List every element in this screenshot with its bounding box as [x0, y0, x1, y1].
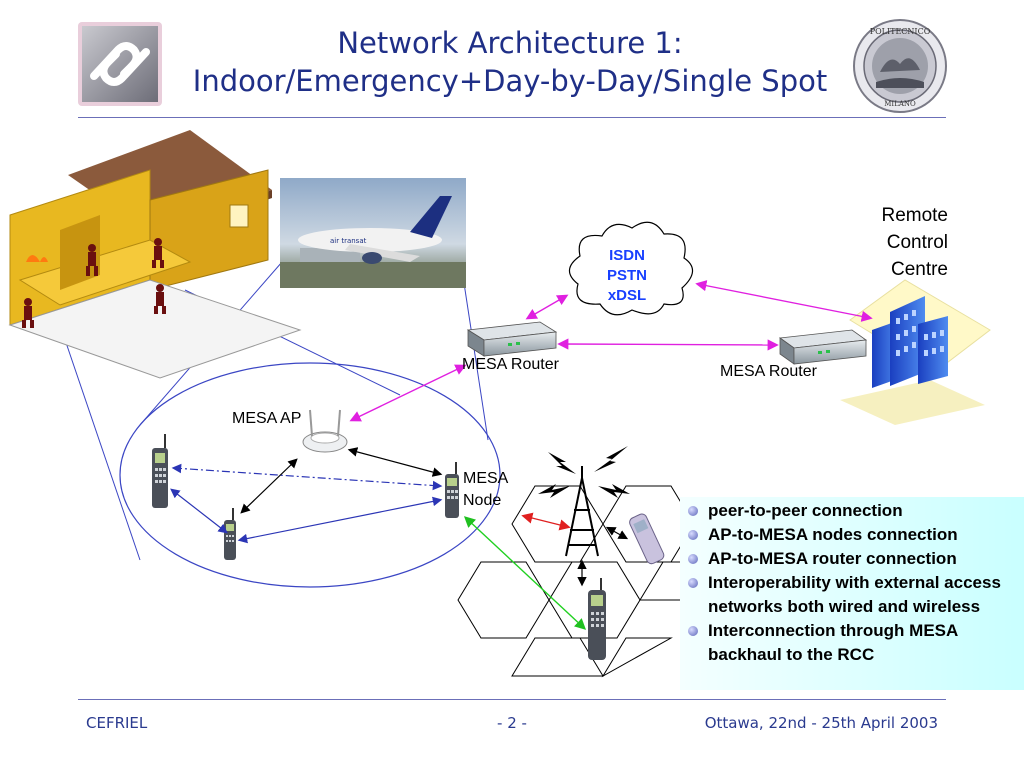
- slide-title-line2: Indoor/Emergency+Day-by-Day/Single Spot: [192, 64, 828, 98]
- link-peer-dashdot: [171, 463, 443, 491]
- mesa-ap-label: MESA AP: [232, 410, 302, 427]
- footer-right: Ottawa, 22nd - 25th April 2003: [704, 714, 938, 732]
- link-tower-phone-right: [605, 526, 629, 540]
- footer-page-number: - 2 -: [497, 714, 527, 732]
- link-node-cellular-green: [463, 516, 587, 630]
- legend-item: AP-to-MESA nodes connection: [688, 523, 1024, 547]
- legend-item: peer-to-peer connection: [688, 499, 1024, 523]
- slide-title-line1: Network Architecture 1:: [337, 26, 683, 60]
- legend-list: peer-to-peer connection AP-to-MESA nodes…: [680, 497, 1024, 667]
- link-ap-node: [347, 447, 443, 477]
- mesa-node-label-line2: Node: [463, 492, 502, 509]
- mesa-node-label: MESA Node: [463, 468, 508, 512]
- legend-item-text: Interconnection through MESA backhaul to…: [708, 621, 958, 664]
- link-cloud-rcc: [695, 280, 873, 322]
- mobile-phone-right: [629, 513, 665, 565]
- isdn-cloud-label: ISDN PSTN xDSL: [590, 246, 664, 306]
- cloud-line-pstn: PSTN: [606, 267, 647, 284]
- politecnico-seal: POLITECNICO MILANO: [853, 19, 947, 113]
- coverage-ellipse: [119, 362, 501, 588]
- bullet-icon: [688, 626, 698, 636]
- mesa-router-right: [778, 329, 868, 365]
- rcc-label-line2: Control: [886, 232, 948, 253]
- cell-tower: [565, 466, 599, 557]
- svg-text:air transat: air transat: [330, 237, 367, 245]
- cefriel-logo: [78, 22, 162, 106]
- legend-item: AP-to-MESA router connection: [688, 547, 1024, 571]
- footer-left: CEFRIEL: [86, 714, 148, 732]
- svg-text:MILANO: MILANO: [884, 100, 916, 108]
- mesa-handset-bottom: [224, 508, 236, 560]
- footer-divider: [78, 699, 946, 700]
- bullet-icon: [688, 530, 698, 540]
- slide-title: Network Architecture 1: Indoor/Emergency…: [170, 24, 850, 100]
- cellular-handset: [588, 578, 606, 660]
- router-right-label: MESA Router: [720, 363, 817, 380]
- legend-item-text: AP-to-MESA nodes connection: [708, 525, 958, 544]
- legend-item-text: AP-to-MESA router connection: [708, 549, 957, 568]
- mesa-router-left: [466, 321, 558, 357]
- router-left-label: MESA Router: [462, 356, 559, 373]
- link-ap-router: [349, 364, 467, 422]
- title-divider: [78, 117, 946, 118]
- cloud-line-isdn: ISDN: [609, 247, 645, 264]
- legend-item-text: peer-to-peer connection: [708, 501, 903, 520]
- svg-text:POLITECNICO: POLITECNICO: [870, 27, 931, 36]
- rcc-label: Remote Control Centre: [830, 202, 948, 283]
- mesa-handset-left: [152, 434, 168, 508]
- bullet-icon: [688, 578, 698, 588]
- rcc-label-line1: Remote: [881, 205, 948, 226]
- rcc-label-line3: Centre: [890, 259, 948, 280]
- building-cutaway-image: [8, 130, 302, 379]
- isdn-cloud: [568, 221, 694, 316]
- airplane-photo: air transat: [280, 178, 466, 288]
- bullet-icon: [688, 506, 698, 516]
- link-peer-blue: [170, 488, 228, 534]
- link-ap-handset: [240, 458, 298, 514]
- bullet-icon: [688, 554, 698, 564]
- legend-box: peer-to-peer connection AP-to-MESA nodes…: [680, 497, 1024, 690]
- remote-control-centre-image: [840, 279, 991, 425]
- legend-item-text: Interoperability with external access ne…: [708, 573, 1001, 616]
- cloud-line-xdsl: xDSL: [607, 287, 647, 304]
- mesa-ap-device: [302, 409, 348, 453]
- link-tower-red: [521, 512, 571, 531]
- legend-item: Interconnection through MESA backhaul to…: [688, 619, 1024, 667]
- link-node-handset: [237, 496, 443, 544]
- mesa-node-label-line1: MESA: [463, 470, 509, 487]
- legend-item: Interoperability with external access ne…: [688, 571, 1024, 619]
- link-router-cloud: [525, 294, 569, 320]
- signal-bolts: [538, 446, 630, 498]
- mesa-node-handset: [445, 462, 459, 518]
- link-router-router: [557, 338, 779, 351]
